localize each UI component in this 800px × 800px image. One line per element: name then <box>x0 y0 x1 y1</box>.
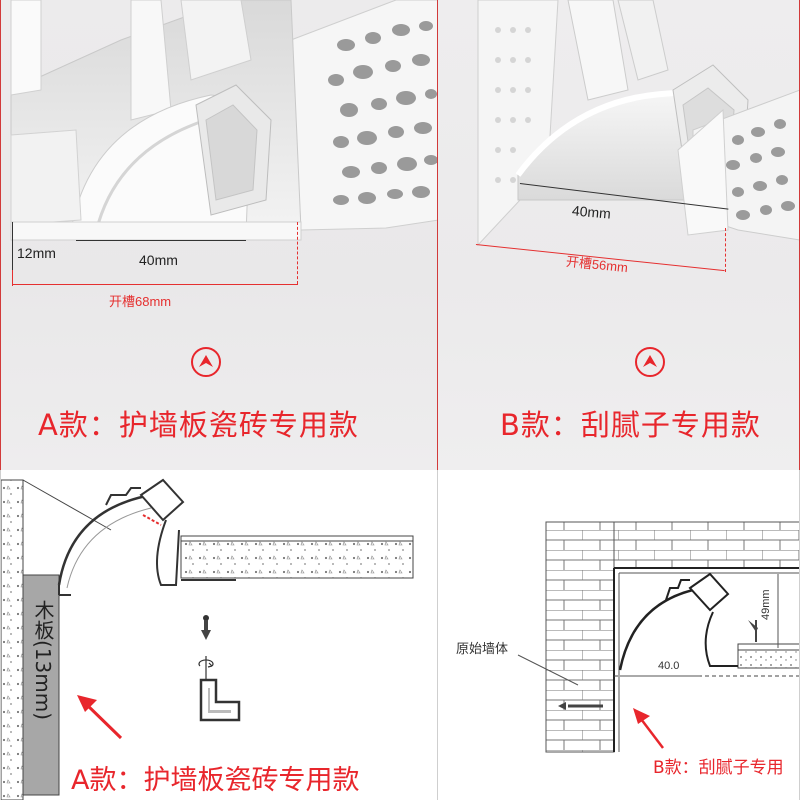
panel-b-diagram: 原始墙体 40.0 49mm B款：刮腻子专用 <box>438 470 800 800</box>
red-arrow-icon <box>77 695 123 740</box>
original-wall-label: 原始墙体 <box>456 642 509 657</box>
screw-icon <box>558 702 603 710</box>
dim-12mm-label: 12mm <box>17 245 56 261</box>
dim-40mm-label: 40mm <box>571 202 612 222</box>
chevron-up-icon <box>643 355 657 367</box>
variant-a-title: A款：护墙板瓷砖专用款 <box>38 408 359 442</box>
profile-b-image <box>477 0 799 247</box>
badge-b <box>635 347 665 377</box>
panel-b-photo: 40mm 开槽56mm B款：刮腻子专用款 <box>438 0 800 470</box>
dim-49mm-label: 49mm <box>760 589 772 620</box>
diagram-b-illustration <box>517 521 799 753</box>
screw-icon <box>201 615 211 640</box>
diagram-b-caption: B款：刮腻子专用 <box>653 758 784 778</box>
badge-a <box>191 347 221 377</box>
panel-a-photo: 12mm 40mm 开槽68mm A款：护墙板瓷砖专用款 <box>0 0 438 470</box>
dim-line-left-tick <box>12 222 13 270</box>
diagram-a-illustration <box>1 478 414 800</box>
rotate-arrow-icon <box>198 656 214 680</box>
dim-40mm-label: 40mm <box>139 252 178 268</box>
red-arrow-icon <box>633 708 664 749</box>
dim-line-red-vertical <box>297 222 298 284</box>
dim-40-label: 40.0 <box>658 660 680 672</box>
dim-line-red-right <box>725 228 726 272</box>
dim-line-red-horizontal <box>12 284 298 285</box>
diagram-a-caption: A款：护墙板瓷砖专用款 <box>71 765 360 796</box>
screw-icon <box>748 620 758 642</box>
profile-a-image <box>10 0 437 241</box>
wood-board-label: 木板(13mm) <box>31 600 55 721</box>
chevron-up-icon <box>199 355 213 367</box>
panel-a-diagram: 木板(13mm) A款：护墙板瓷砖专用款 <box>0 470 438 800</box>
variant-b-title: B款：刮腻子专用款 <box>500 408 761 442</box>
dim-line-red-left <box>12 270 13 286</box>
groove-width-label: 开槽68mm <box>109 294 172 309</box>
dim-line-40 <box>76 240 246 241</box>
